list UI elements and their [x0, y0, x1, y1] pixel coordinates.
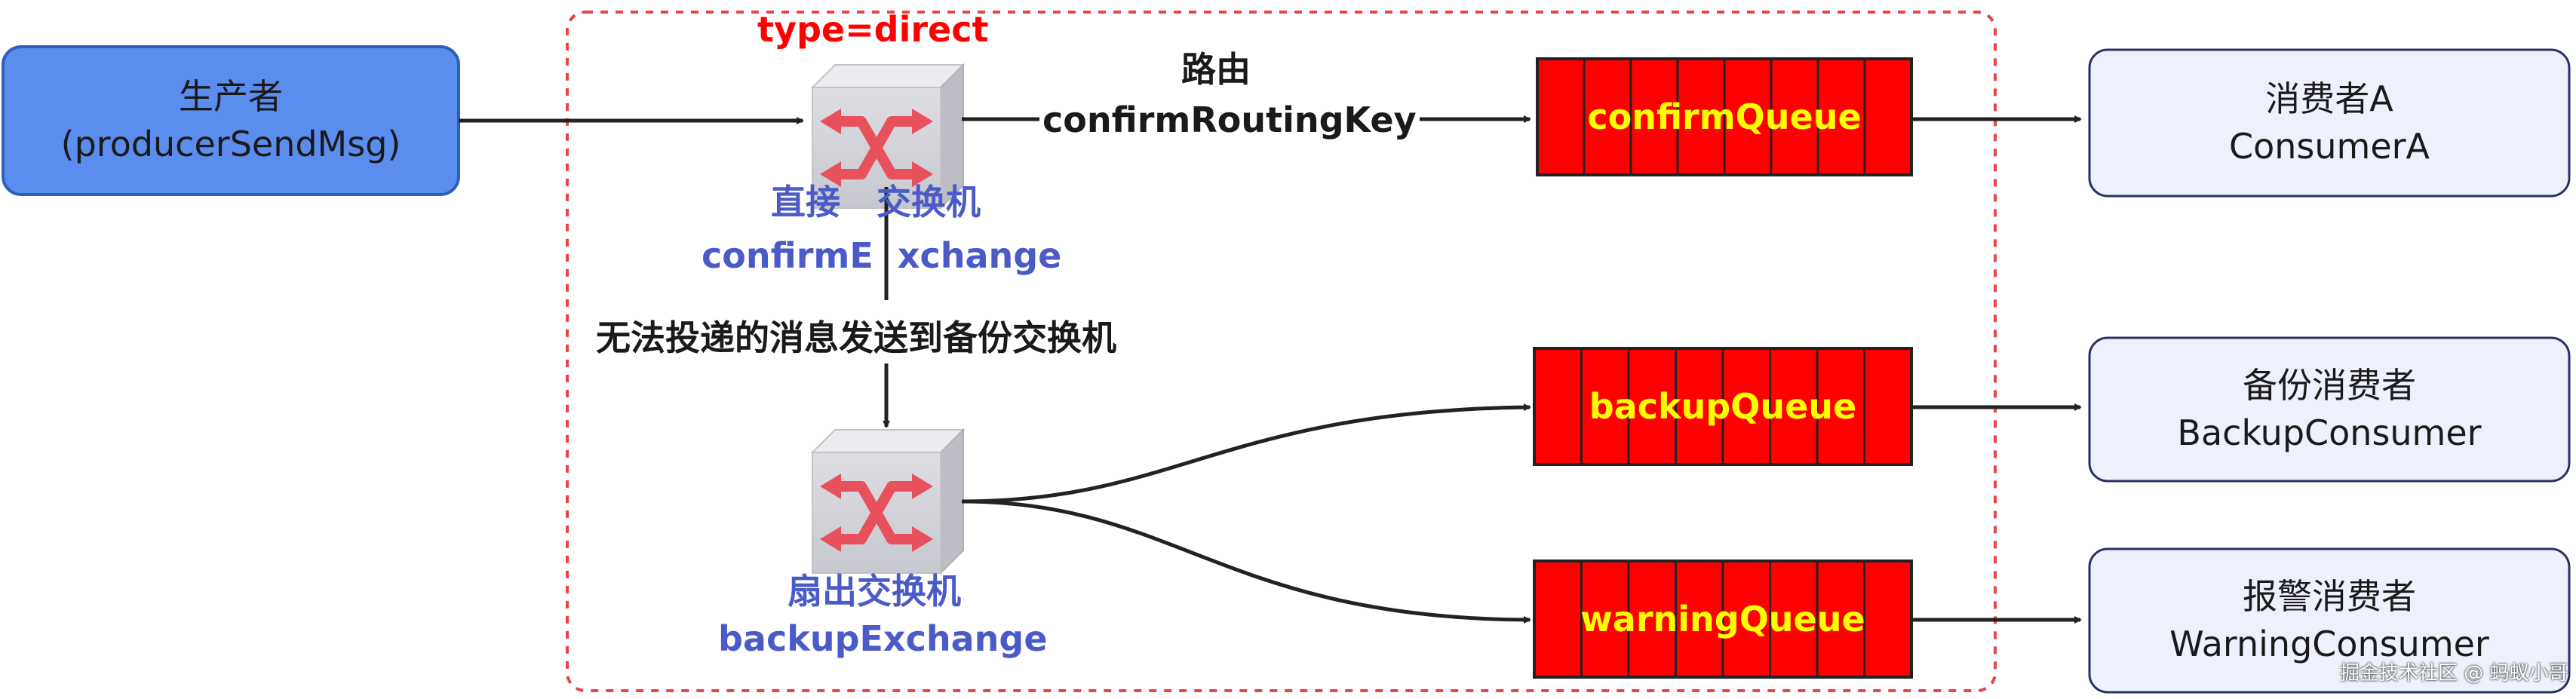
fanout-to-warning-queue-arrow: [961, 499, 1531, 624]
consumer-a-line2: ConsumerA: [2228, 126, 2430, 167]
consumer-a-node: [2088, 48, 2571, 198]
fanout-to-backup-queue-arrow: [961, 403, 1531, 504]
warning-queue-label: warningQueue: [1580, 599, 1865, 639]
confirm-exchange-id: confirmE xchange: [702, 235, 1062, 276]
warning-consumer-line2: WarningConsumer: [2169, 624, 2489, 664]
backup-exchange-id: backupExchange: [718, 618, 1048, 659]
backup-exchange-name: 扇出交换机: [788, 571, 961, 612]
warning-queue-node: [1533, 560, 1913, 679]
confirm-queue-label: confirmQueue: [1587, 97, 1862, 137]
exchange-type-label: type=direct: [757, 9, 989, 50]
producer-subtitle: (producerSendMsg): [60, 124, 401, 164]
consumer-a-line1: 消费者A: [2265, 78, 2393, 119]
confirm-exchange-icon: [810, 63, 966, 210]
backup-exchange-icon: [810, 428, 966, 575]
warning-consumer-node: [2088, 547, 2571, 694]
exchange-boundary: [566, 11, 1997, 692]
warning-consumer-line1: 报警消费者: [2243, 575, 2416, 617]
route-label-line2: confirmRoutingKey: [1039, 100, 1420, 140]
confirm-exchange-name: 直接 交换机: [771, 182, 981, 222]
consumer-a-label: 消费者A ConsumerA: [2089, 50, 2569, 196]
route-label-line1: 路由: [1181, 49, 1251, 90]
backup-queue-label: backupQueue: [1589, 386, 1857, 427]
backup-queue-node: [1533, 347, 1913, 466]
backup-consumer-node: [2088, 336, 2571, 483]
fallback-label: 无法投递的消息发送到备份交换机: [593, 311, 1119, 360]
backup-consumer-line2: BackupConsumer: [2177, 412, 2482, 453]
confirm-queue-node: [1536, 57, 1913, 176]
backup-consumer-label: 备份消费者 BackupConsumer: [2089, 338, 2569, 481]
watermark: 掘金技术社区 @ 蚂蚁小哥: [2340, 662, 2568, 685]
backup-consumer-line1: 备份消费者: [2243, 364, 2416, 406]
warning-consumer-label: 报警消费者 WarningConsumer: [2089, 549, 2569, 692]
producer-title: 生产者: [179, 75, 283, 117]
producer-label: 生产者 (producerSendMsg): [3, 47, 459, 195]
